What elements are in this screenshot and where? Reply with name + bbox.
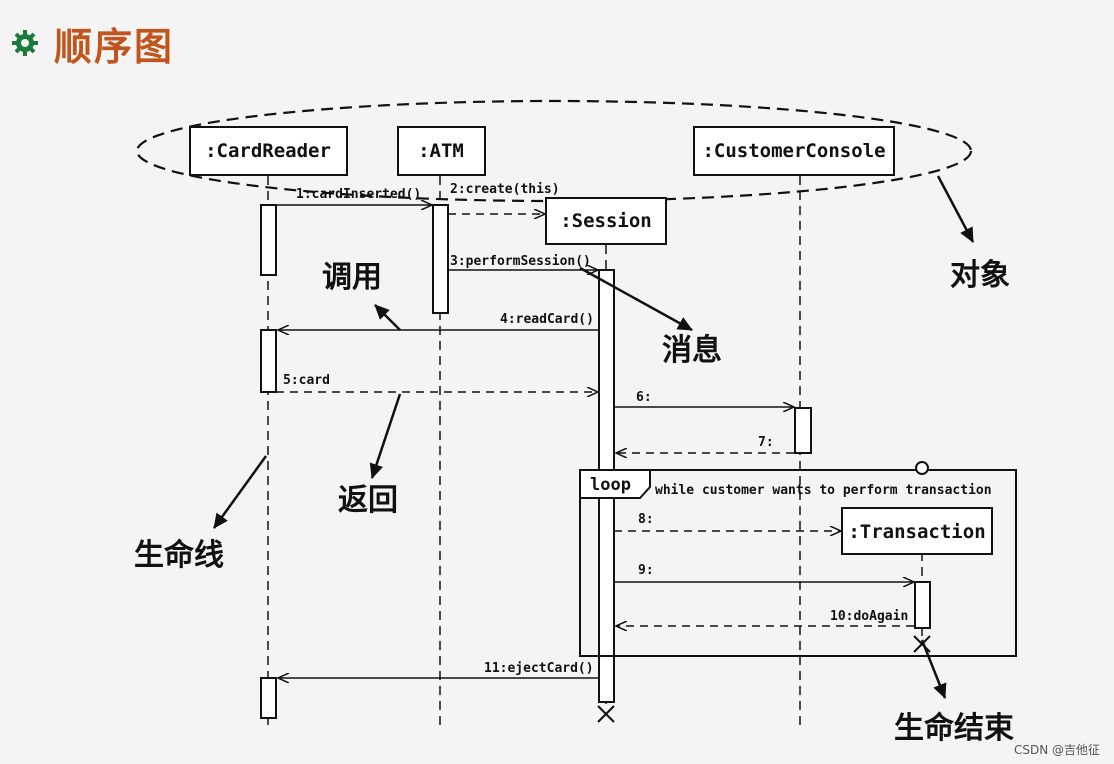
annotation-return-arrow	[369, 393, 402, 479]
object-customerconsole-box	[693, 126, 895, 176]
activation-customerconsole	[794, 407, 812, 454]
message-11-label: 11:ejectCard()	[484, 661, 594, 676]
message-2-label: 2:create(this)	[450, 182, 560, 197]
message-4-label: 4:readCard()	[500, 312, 594, 327]
annotation-objects-label: 对象	[950, 258, 1010, 293]
message-9-label: 9:	[638, 563, 654, 578]
object-customerconsole-label: :CustomerConsole	[702, 140, 885, 162]
activation-cardreader-3	[260, 677, 277, 719]
activation-transaction	[914, 581, 931, 629]
object-atm-box	[397, 126, 486, 176]
message-3-label: 3:performSession()	[450, 254, 591, 269]
title-bar: 顺序图	[10, 18, 175, 69]
message-7-label: 7:	[758, 435, 774, 450]
annotation-lifeline-label: 生命线	[134, 538, 224, 573]
loop-tag	[579, 469, 651, 499]
annotation-objects-arrow	[936, 175, 975, 243]
object-transaction-label: :Transaction	[848, 521, 985, 543]
loop-guard: while customer wants to perform transact…	[655, 483, 992, 498]
green-gear-bullet-icon	[12, 30, 38, 56]
object-cardreader-box	[189, 126, 348, 176]
activation-cardreader-2	[260, 329, 277, 393]
object-atm-label: :ATM	[418, 140, 464, 162]
annotation-call-arrow	[374, 304, 401, 331]
message-10-label: 10:doAgain	[830, 609, 908, 624]
object-session-label: :Session	[560, 210, 652, 232]
message-5-label: 5:card	[283, 373, 330, 388]
activation-atm	[432, 204, 449, 314]
annotation-life-end-arrow	[920, 639, 947, 699]
message-6-label: 6:	[636, 390, 652, 405]
message-8-label: 8:	[638, 512, 654, 527]
watermark: CSDN @吉他征	[1013, 743, 1100, 757]
annotation-return-label: 返回	[338, 483, 398, 518]
activation-cardreader-1	[260, 204, 277, 276]
annotation-lifeline-arrow	[212, 455, 268, 529]
annotation-message-label: 消息	[662, 333, 722, 368]
loop-frame	[579, 469, 1017, 657]
object-cardreader-label: :CardReader	[205, 140, 331, 162]
loop-keyword: loop	[590, 475, 631, 495]
annotation-call-label: 调用	[322, 260, 382, 295]
page-title: 顺序图	[54, 23, 175, 69]
object-session-box	[545, 197, 667, 245]
annotation-life-end-label: 生命结束	[894, 711, 1014, 746]
annotation-message-arrow	[579, 266, 693, 332]
object-transaction-box	[841, 507, 993, 555]
message-1-label: 1:cardInserted()	[296, 187, 421, 202]
